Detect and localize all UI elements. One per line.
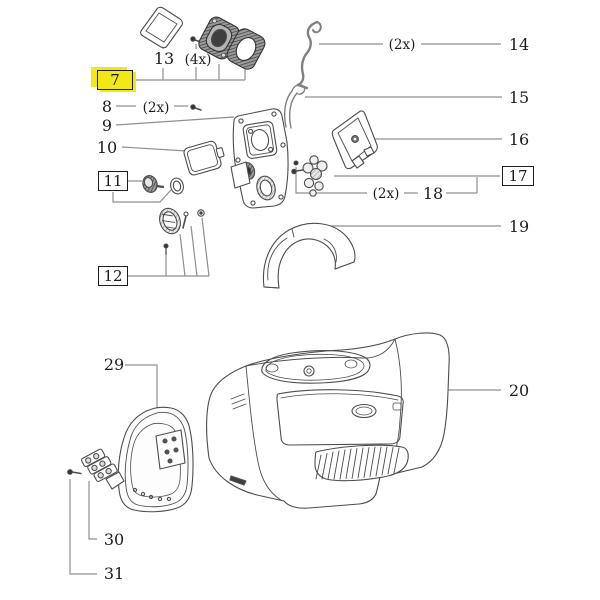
callout-8[interactable]: 8 bbox=[101, 97, 113, 116]
callout-17[interactable]: 17 bbox=[502, 166, 534, 186]
part-13-cover-plate bbox=[140, 6, 183, 49]
part-11-knob bbox=[142, 175, 184, 195]
part-30-terminal-block bbox=[80, 448, 125, 490]
leader-12 bbox=[127, 217, 210, 277]
leader-11 bbox=[112, 180, 172, 203]
callout-15[interactable]: 15 bbox=[508, 88, 530, 107]
leader-9 bbox=[115, 116, 235, 126]
callout-8-qty: (2x) bbox=[142, 100, 170, 116]
part-14-wire-clip bbox=[296, 20, 322, 90]
leader-18 bbox=[295, 167, 478, 194]
part-15-pin-hook bbox=[283, 84, 306, 129]
leader-lines bbox=[69, 38, 502, 575]
part-7-gasket bbox=[226, 28, 266, 70]
callout-9[interactable]: 9 bbox=[101, 116, 113, 135]
leader-29 bbox=[125, 364, 158, 409]
part-17-switch-block bbox=[291, 155, 328, 197]
screw-18-icon bbox=[293, 160, 299, 166]
callout-7[interactable]: 7 bbox=[97, 70, 133, 90]
part-16-filter-plate bbox=[331, 110, 378, 170]
callout-12[interactable]: 12 bbox=[98, 266, 128, 286]
leader-31 bbox=[69, 479, 97, 575]
callout-18[interactable]: 18 bbox=[422, 184, 444, 203]
callout-13[interactable]: 13 bbox=[153, 49, 175, 68]
callout-14[interactable]: 14 bbox=[508, 35, 530, 54]
callout-31[interactable]: 31 bbox=[103, 564, 125, 583]
leader-10 bbox=[121, 146, 188, 152]
leader-30 bbox=[88, 481, 97, 540]
callout-30[interactable]: 30 bbox=[103, 530, 125, 549]
callout-11[interactable]: 11 bbox=[98, 171, 128, 191]
callout-19[interactable]: 19 bbox=[508, 217, 530, 236]
callout-16[interactable]: 16 bbox=[508, 130, 530, 149]
screw-8-icon bbox=[190, 104, 202, 111]
part-10-plate bbox=[183, 140, 225, 176]
callout-13-qty: (4x) bbox=[184, 52, 212, 68]
callout-29[interactable]: 29 bbox=[103, 355, 125, 374]
part-19-handle bbox=[262, 222, 356, 289]
callout-20[interactable]: 20 bbox=[508, 381, 530, 400]
part-31-screw bbox=[67, 469, 82, 475]
callout-18-qty: (2x) bbox=[372, 186, 400, 202]
part-9-front-panel bbox=[230, 108, 289, 209]
callout-14-qty: (2x) bbox=[388, 37, 416, 53]
callout-10[interactable]: 10 bbox=[96, 138, 118, 157]
part-29-bracket bbox=[117, 406, 194, 513]
part-12-cap-set bbox=[159, 207, 205, 255]
part-20-housing bbox=[206, 332, 450, 509]
